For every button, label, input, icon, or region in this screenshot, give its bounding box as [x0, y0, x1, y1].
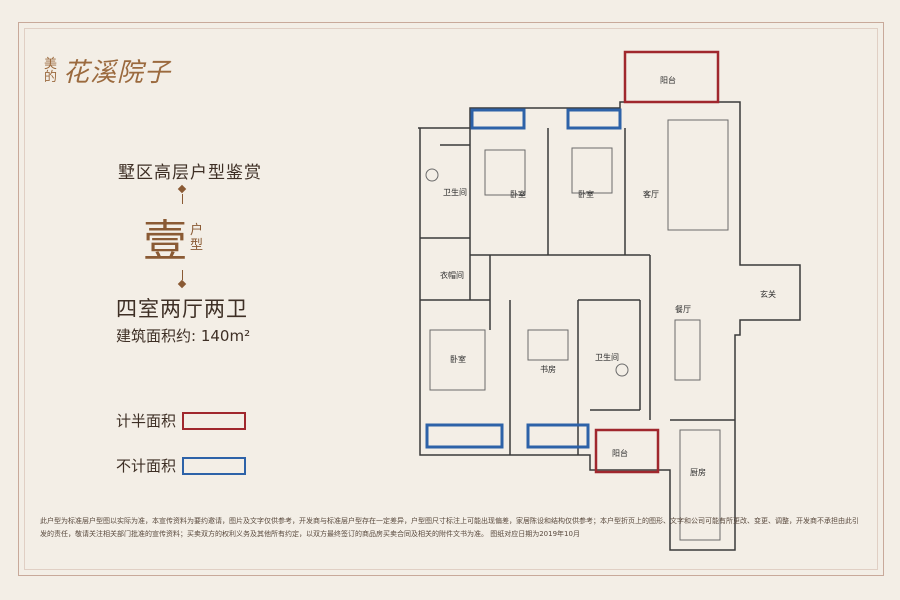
room-label-balcony-top: 阳台	[660, 75, 676, 85]
toilet-1	[425, 168, 439, 182]
sofa	[667, 119, 729, 231]
room-label-entrance: 玄关	[760, 289, 776, 299]
room-label-living: 客厅	[643, 189, 659, 199]
divider-line-bottom	[182, 270, 183, 280]
window-bay-2	[566, 108, 622, 130]
wall-interior	[420, 128, 735, 455]
legend-half-area: 计半面积	[116, 410, 247, 431]
room-label-study: 书房	[540, 364, 556, 374]
outer-frame	[18, 22, 884, 576]
brand-name: 花溪院子	[63, 58, 172, 88]
room-label-cloakroom: 衣帽间	[440, 270, 464, 280]
study-desk	[527, 329, 569, 361]
legend-half-area-swatch	[182, 411, 247, 430]
disclaimer-text: 此户型为标准层户型图以实际为准，本宣传资料为要约邀请，图片及文字仅供参考，开发商…	[40, 517, 859, 538]
window-bay-1	[470, 108, 526, 130]
window-bay-3	[425, 423, 504, 449]
brand-mark-bottom: 的	[44, 69, 58, 85]
brand-mark-top: 美	[44, 56, 58, 72]
room-label-kitchen: 厨房	[690, 467, 706, 477]
bed-1	[484, 149, 526, 196]
room-label-bathroom-1: 卫生间	[443, 187, 467, 197]
room-label-bathroom-2: 卫生间	[595, 352, 619, 362]
bed-2	[571, 147, 613, 194]
unit-number-suffix: 户型	[190, 223, 204, 253]
unit-number: 壹	[143, 216, 187, 267]
balcony-bottom-outline	[594, 428, 660, 474]
legend-excluded-area: 不计面积	[116, 455, 247, 476]
kitchen-counter	[679, 429, 721, 541]
brand-logo: 美 的 花溪院子	[44, 52, 171, 89]
toilet-2	[615, 363, 629, 377]
legend-excluded-area-swatch	[182, 456, 247, 475]
brand-mark: 美 的	[44, 58, 57, 84]
bed-master	[429, 329, 486, 391]
legend-half-area-label: 计半面积	[116, 412, 177, 430]
balcony-top-outline	[623, 50, 720, 104]
legend-excluded-area-label: 不计面积	[116, 457, 177, 475]
unit-area: 建筑面积约: 140m²	[116, 327, 251, 345]
window-bay-4	[526, 423, 590, 449]
room-label-bedroom-1: 卧室	[510, 189, 526, 199]
room-label-dining: 餐厅	[675, 305, 691, 314]
room-label-balcony-bottom: 阳台	[612, 448, 628, 458]
room-label-bedroom-2: 卧室	[578, 189, 594, 199]
wall-outline	[418, 101, 801, 551]
inner-frame	[24, 28, 878, 570]
unit-layout: 四室两厅两卫	[116, 297, 248, 321]
page-title: 墅区高层户型鉴赏	[118, 163, 262, 183]
dining-table	[674, 319, 701, 381]
divider-line-top	[182, 194, 183, 204]
room-label-bedroom-master: 卧室	[450, 354, 466, 364]
